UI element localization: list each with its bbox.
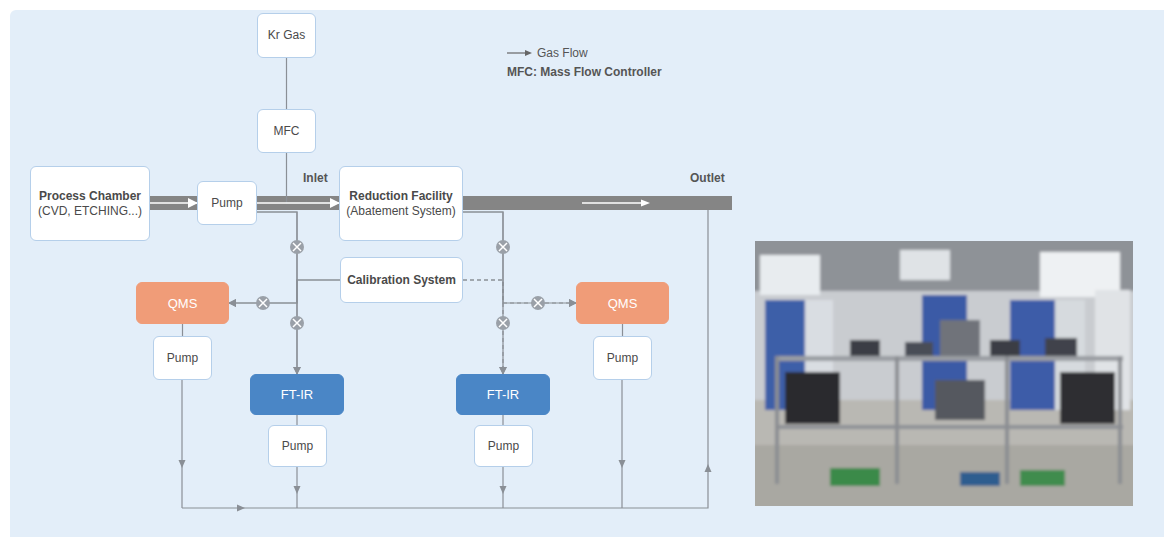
flow-connector — [229, 212, 297, 303]
analyzer-box: QMS — [136, 282, 229, 324]
node-text: Process Chamber — [39, 189, 141, 204]
chamber-box: Process Chamber(CVD, ETCHING...) — [30, 166, 150, 241]
pump-box: Pump — [593, 336, 652, 380]
node-text: (Abatement System) — [346, 204, 455, 219]
return-arrowheads — [179, 460, 712, 512]
controller-box: MFC — [257, 109, 316, 153]
node-text: Pump — [211, 196, 242, 211]
node-text: Reduction Facility — [349, 189, 452, 204]
node-text: FT-IR — [487, 387, 520, 402]
flow-connector — [182, 324, 183, 336]
legend-text: Gas Flow — [537, 46, 588, 61]
calibration-box: Calibration System — [340, 257, 463, 303]
port-label: Inlet — [303, 171, 328, 186]
node-text: Pump — [607, 351, 638, 366]
node-text: QMS — [168, 296, 198, 311]
legend-note: MFC: Mass Flow Controller — [507, 65, 662, 80]
pipe-flow-arrow — [150, 202, 197, 204]
analyzer-box: QMS — [576, 282, 669, 324]
pump-box: Pump — [197, 181, 257, 225]
node-text: Calibration System — [347, 273, 456, 288]
flow-connector — [463, 212, 576, 303]
flow-connector — [286, 58, 287, 109]
source-box: Kr Gas — [257, 13, 316, 58]
abatement-box: Reduction Facility(Abatement System) — [339, 166, 463, 241]
node-text: (CVD, ETCHING...) — [38, 204, 142, 219]
flow-connector — [502, 415, 503, 425]
flow-connector — [287, 153, 340, 203]
flow-connector — [296, 415, 297, 425]
pipe-arrow — [582, 200, 650, 207]
legend-arrow-sample — [507, 50, 532, 56]
flow-connector — [463, 212, 503, 374]
node-text: QMS — [608, 296, 638, 311]
flow-connector — [622, 324, 623, 336]
pump-box: Pump — [153, 336, 212, 380]
flow-connector — [463, 280, 576, 303]
flow-connector — [297, 280, 340, 374]
pipe-flow-arrow — [257, 202, 339, 204]
analyzer-box: FT-IR — [456, 374, 550, 415]
return-line — [182, 210, 708, 508]
port-label: Outlet — [690, 171, 725, 186]
analyzer-box: FT-IR — [250, 374, 344, 415]
pump-box: Pump — [268, 425, 327, 467]
node-text: Pump — [282, 439, 313, 454]
setup-photo — [755, 241, 1133, 506]
node-text: Kr Gas — [268, 28, 305, 43]
valve-symbol — [256, 240, 545, 330]
flow-connector — [229, 280, 340, 303]
node-text: Pump — [167, 351, 198, 366]
pump-box: Pump — [474, 425, 533, 467]
node-text: MFC — [274, 124, 300, 139]
node-text: Pump — [488, 439, 519, 454]
node-text: FT-IR — [281, 387, 314, 402]
flow-connector — [257, 212, 297, 374]
flow-connector — [463, 280, 503, 374]
